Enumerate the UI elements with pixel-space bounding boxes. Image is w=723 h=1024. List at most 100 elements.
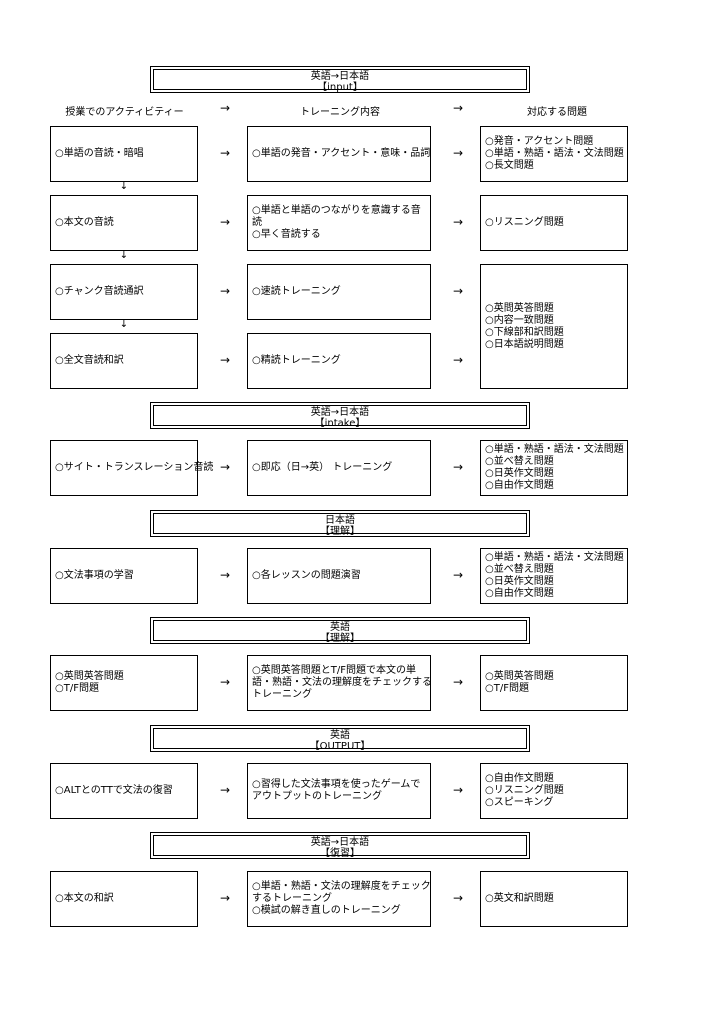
text-line: ○英問英答問題とT/F問題で本文の単	[252, 665, 416, 676]
text-line: ○単語の音読・暗唱	[55, 148, 144, 159]
training-box-text: ○単語と単語のつながりを意識する音読○早く音読する	[252, 205, 426, 241]
activity-box-text: ○本文の音読	[55, 217, 193, 229]
section-header: 英語【理解】	[150, 617, 530, 644]
section-header: 英語→日本語【復習】	[150, 832, 530, 859]
text-line: ○発音・アクセント問題	[485, 136, 594, 147]
text-line: ○英問英答問題	[485, 671, 554, 682]
section-header-tag: 【理解】	[320, 633, 360, 644]
right-arrow: →	[219, 146, 231, 160]
problem-box-text: ○リスニング問題	[485, 217, 623, 229]
down-arrow: ↓	[119, 250, 129, 261]
problem-box-text: ○単語・熟語・語法・文法問題○並べ替え問題○日英作文問題○自由作文問題	[485, 444, 624, 492]
text-line: ○自由作文問題	[485, 773, 554, 784]
text-line: ○単語と単語のつながりを意識する音	[252, 205, 421, 216]
section-header-title: 英語	[330, 622, 350, 633]
right-arrow: →	[219, 284, 231, 298]
text-line: ○自由作文問題	[485, 588, 554, 599]
activity-box: ○ALTとのTTで文法の復習	[50, 763, 198, 819]
text-line: ○単語・熟語・語法・文法問題	[485, 444, 624, 455]
text-line: ○リスニング問題	[485, 217, 564, 228]
text-line: ○全文音読和訳	[55, 355, 124, 366]
problem-box-text: ○英問英答問題○T/F問題	[485, 671, 623, 695]
section-header-tag: 【intake】	[314, 418, 366, 429]
problem-box: ○単語・熟語・語法・文法問題○並べ替え問題○日英作文問題○自由作文問題	[480, 548, 628, 604]
problem-box: ○単語・熟語・語法・文法問題○並べ替え問題○日英作文問題○自由作文問題	[480, 440, 628, 496]
text-line: ○T/F問題	[55, 683, 99, 694]
text-line: ○日本語説明問題	[485, 338, 564, 350]
text-line: ○本文の和訳	[55, 893, 114, 904]
training-box: ○即応（日→英） トレーニング	[247, 440, 431, 496]
right-arrow: →	[452, 101, 464, 115]
section-header-title: 英語	[330, 730, 350, 741]
text-line: ○単語の発音・アクセント・意味・品詞	[252, 148, 431, 159]
text-line: ○即応（日→英） トレーニング	[252, 462, 393, 473]
right-arrow: →	[219, 101, 231, 115]
text-line: ○自由作文問題	[485, 480, 554, 491]
column-heading: トレーニング内容	[300, 107, 380, 118]
right-arrow: →	[219, 568, 231, 582]
section-header: 英語→日本語【input】	[150, 66, 530, 93]
text-line: ○日英作文問題	[485, 468, 554, 479]
right-arrow: →	[452, 146, 464, 160]
right-arrow: →	[452, 675, 464, 689]
text-line: するトレーニング	[252, 893, 332, 904]
training-box-text: ○英問英答問題とT/F問題で本文の単語・熟語・文法の理解度をチェックするトレーニ…	[252, 665, 432, 701]
activity-box: ○英問英答問題○T/F問題	[50, 655, 198, 711]
activity-box-text: ○ALTとのTTで文法の復習	[55, 785, 193, 797]
activity-box-text: ○チャンク音読通訳	[55, 286, 193, 298]
right-arrow: →	[452, 783, 464, 797]
problem-box-text: ○英文和訳問題	[485, 893, 623, 905]
training-box: ○各レッスンの問題演習	[247, 548, 431, 604]
section-header: 英語【OUTPUT】	[150, 725, 530, 752]
training-box-text: ○単語・熟語・文法の理解度をチェックするトレーニング○模試の解き直しのトレーニン…	[252, 881, 431, 917]
text-line: ○下線部和訳問題	[485, 326, 564, 338]
right-arrow: →	[452, 568, 464, 582]
section-header-title: 英語→日本語	[310, 407, 370, 418]
text-line: ○速読トレーニング	[252, 286, 341, 297]
activity-box: ○全文音読和訳	[50, 333, 198, 389]
problem-box: ○自由作文問題○リスニング問題○スピーキング	[480, 763, 628, 819]
right-arrow: →	[219, 215, 231, 229]
text-line: ○並べ替え問題	[485, 564, 554, 575]
text-line: ○サイト・トランスレーション音読	[55, 462, 214, 473]
activity-box-text: ○全文音読和訳	[55, 355, 193, 367]
text-line: ○長文問題	[485, 160, 534, 171]
training-box-text: ○精読トレーニング	[252, 355, 426, 367]
text-line: 読	[252, 217, 262, 228]
problem-box: ○英問英答問題○T/F問題	[480, 655, 628, 711]
text-line: ○T/F問題	[485, 683, 529, 694]
text-line: ○習得した文法事項を使ったゲームで	[252, 779, 421, 790]
text-line: 語・熟語・文法の理解度をチェックする	[252, 677, 432, 688]
right-arrow: →	[219, 460, 231, 474]
activity-box: ○サイト・トランスレーション音読	[50, 440, 214, 496]
training-box-text: ○各レッスンの問題演習	[252, 570, 426, 582]
text-line: トレーニング	[252, 689, 312, 700]
section-header-title: 英語→日本語	[310, 71, 370, 82]
section-header-tag: 【OUTPUT】	[309, 741, 371, 752]
problem-box-text: ○自由作文問題○リスニング問題○スピーキング	[485, 773, 623, 809]
section-header-title: 英語→日本語	[310, 837, 370, 848]
training-box: ○精読トレーニング	[247, 333, 431, 389]
column-heading: 対応する問題	[527, 107, 587, 118]
activity-box-text: ○サイト・トランスレーション音読	[55, 462, 214, 474]
text-line: ○英問英答問題	[55, 671, 124, 682]
text-line: ○模試の解き直しのトレーニング	[252, 905, 401, 916]
down-arrow: ↓	[119, 319, 129, 330]
problem-box-text: ○単語・熟語・語法・文法問題○並べ替え問題○日英作文問題○自由作文問題	[485, 552, 624, 600]
right-arrow: →	[219, 353, 231, 367]
activity-box: ○単語の音読・暗唱	[50, 126, 198, 182]
text-line: ○単語・熟語・語法・文法問題	[485, 148, 624, 159]
training-box: ○英問英答問題とT/F問題で本文の単語・熟語・文法の理解度をチェックするトレーニ…	[247, 655, 432, 711]
text-line: ○精読トレーニング	[252, 355, 341, 366]
problem-box-text: ○発音・アクセント問題○単語・熟語・語法・文法問題○長文問題	[485, 136, 624, 172]
right-arrow: →	[219, 783, 231, 797]
right-arrow: →	[219, 675, 231, 689]
training-box-text: ○速読トレーニング	[252, 286, 426, 298]
section-header: 日本語【理解】	[150, 510, 530, 537]
training-box: ○単語・熟語・文法の理解度をチェックするトレーニング○模試の解き直しのトレーニン…	[247, 871, 431, 927]
training-box: ○単語の発音・アクセント・意味・品詞	[247, 126, 431, 182]
problem-box: ○英文和訳問題	[480, 871, 628, 927]
activity-box: ○文法事項の学習	[50, 548, 198, 604]
activity-box-text: ○英問英答問題○T/F問題	[55, 671, 193, 695]
activity-box: ○本文の音読	[50, 195, 198, 251]
